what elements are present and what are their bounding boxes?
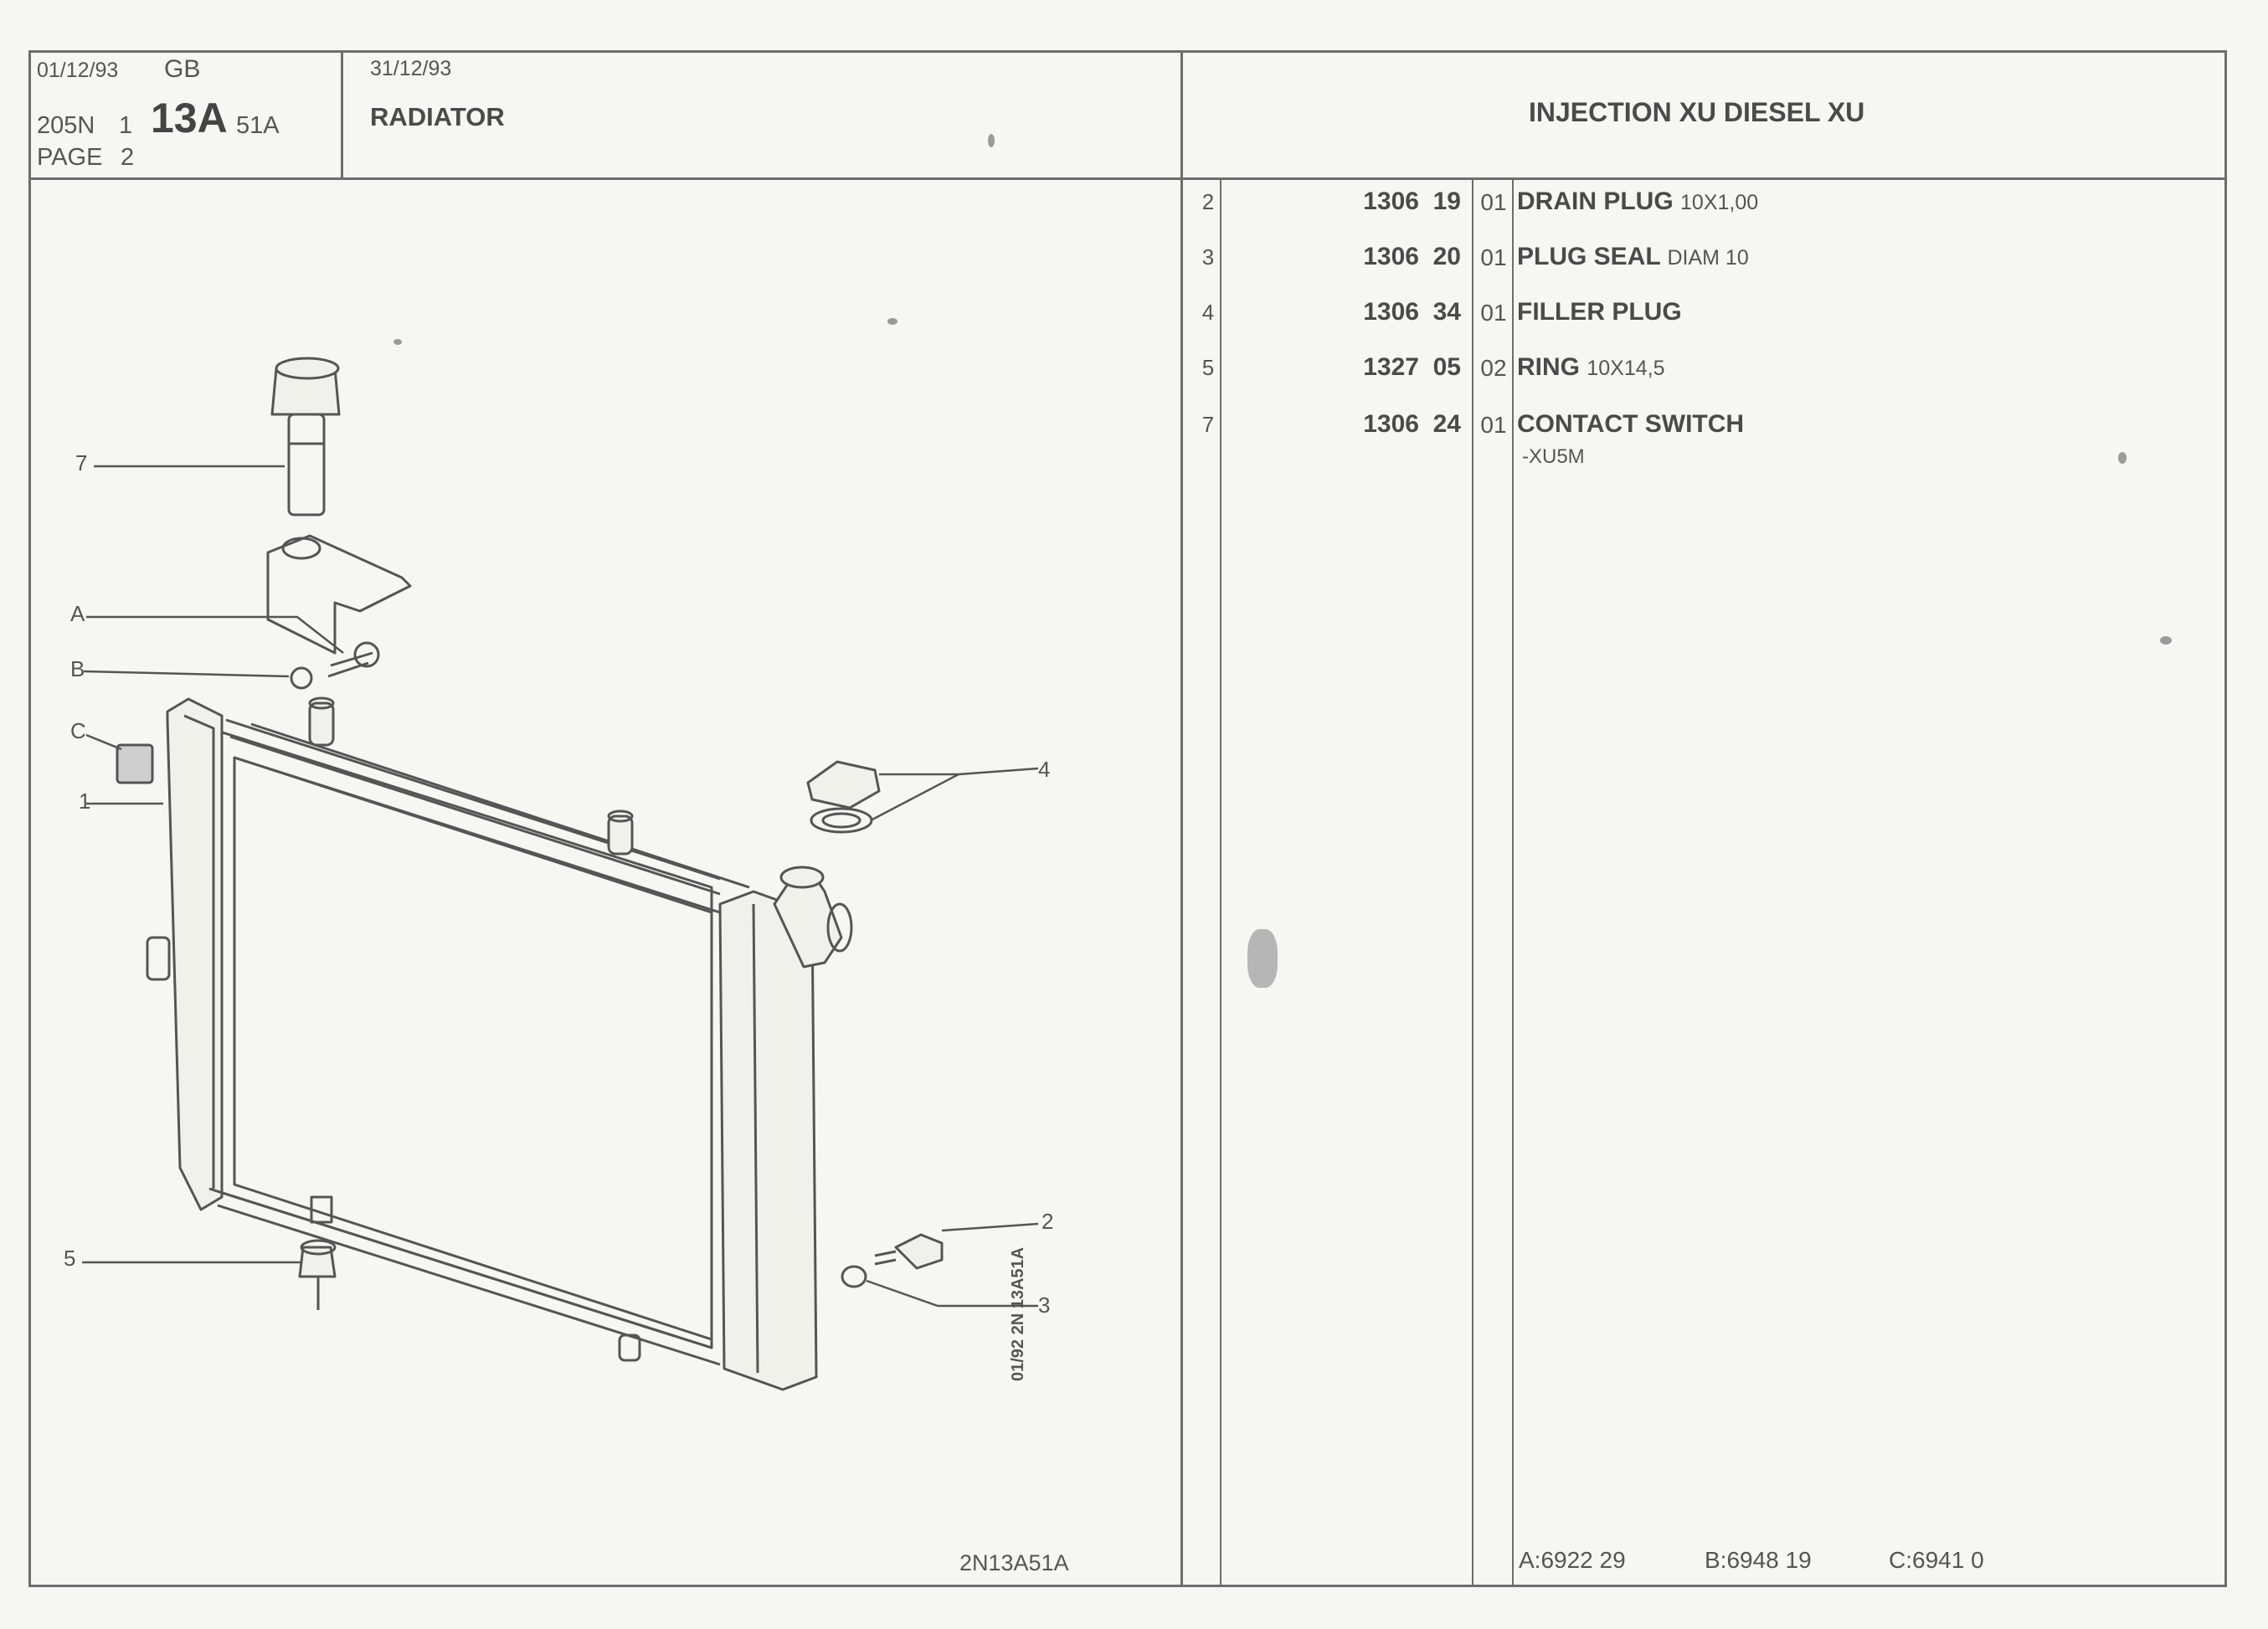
header-subgroup: 51A [236, 112, 280, 139]
header-title: RADIATOR [370, 102, 505, 131]
page-frame [28, 50, 2227, 1587]
header-group: 13A [151, 95, 228, 141]
diagram-divider [1180, 50, 1183, 1587]
part-description: RING 10X14,5 [1517, 353, 1665, 381]
callout-2: 2 [1041, 1209, 1054, 1234]
callout-7: 7 [75, 450, 88, 475]
part-description: CONTACT SWITCH [1517, 410, 1745, 438]
header-model-number: 1 [119, 112, 133, 139]
part-description: DRAIN PLUG 10X1,00 [1517, 188, 1759, 215]
column-divider-ind [1512, 177, 1514, 1587]
callout-a: A [70, 601, 85, 626]
part-num: 2 [1201, 189, 1215, 214]
part-num: 7 [1201, 412, 1215, 437]
column-divider-ref [1472, 177, 1473, 1587]
header-page-label: PAGE [37, 144, 103, 171]
header-model: 205N [37, 112, 95, 139]
part-description: PLUG SEAL DIAM 10 [1517, 243, 1749, 270]
callout-1: 1 [79, 789, 91, 814]
part-description: FILLER PLUG [1517, 298, 1682, 326]
header-right-title: INJECTION XU DIESEL XU [1529, 97, 1865, 127]
header-date: 01/12/93 [37, 59, 119, 82]
part-index: 02 [1480, 355, 1507, 381]
scan-speck [988, 134, 995, 147]
part-index: 01 [1480, 189, 1507, 215]
part-ref: 1306 24 [1363, 410, 1461, 438]
diagram-stamp: 01/92 2N 13A51A [1009, 1246, 1027, 1381]
callout-5: 5 [64, 1246, 76, 1271]
part-num: 4 [1201, 300, 1215, 325]
callout-3: 3 [1038, 1292, 1051, 1318]
part-variant: -XU5M [1522, 445, 1585, 468]
part-ref: 1306 20 [1363, 243, 1461, 270]
header-language: GB [164, 55, 201, 83]
scan-speck [1247, 929, 1278, 988]
part-num: 3 [1201, 244, 1215, 270]
part-index: 01 [1480, 412, 1507, 438]
header-page-number: 2 [121, 144, 135, 171]
callout-c: C [70, 718, 86, 743]
part-ref: 1306 19 [1363, 188, 1461, 215]
footer-code-a: A:6922 29 [1519, 1547, 1626, 1573]
header-divider [28, 177, 2227, 180]
part-num: 5 [1201, 355, 1215, 380]
footer-code-b: B:6948 19 [1705, 1547, 1812, 1573]
callout-4: 4 [1038, 757, 1051, 782]
footer-code-c: C:6941 0 [1889, 1547, 1984, 1573]
scan-speck [2118, 452, 2127, 464]
scan-speck [2160, 636, 2172, 645]
diagram-ref: 2N13A51A [959, 1550, 1069, 1575]
part-index: 01 [1480, 244, 1507, 270]
header-mid-date: 31/12/93 [370, 57, 452, 80]
part-index: 01 [1480, 300, 1507, 326]
header-left-divider [341, 50, 343, 180]
part-ref: 1306 34 [1363, 298, 1461, 326]
callout-b: B [70, 656, 85, 681]
scan-speck [887, 318, 897, 325]
part-ref: 1327 05 [1363, 353, 1461, 381]
scan-speck [393, 339, 402, 345]
column-divider-num [1220, 177, 1221, 1587]
